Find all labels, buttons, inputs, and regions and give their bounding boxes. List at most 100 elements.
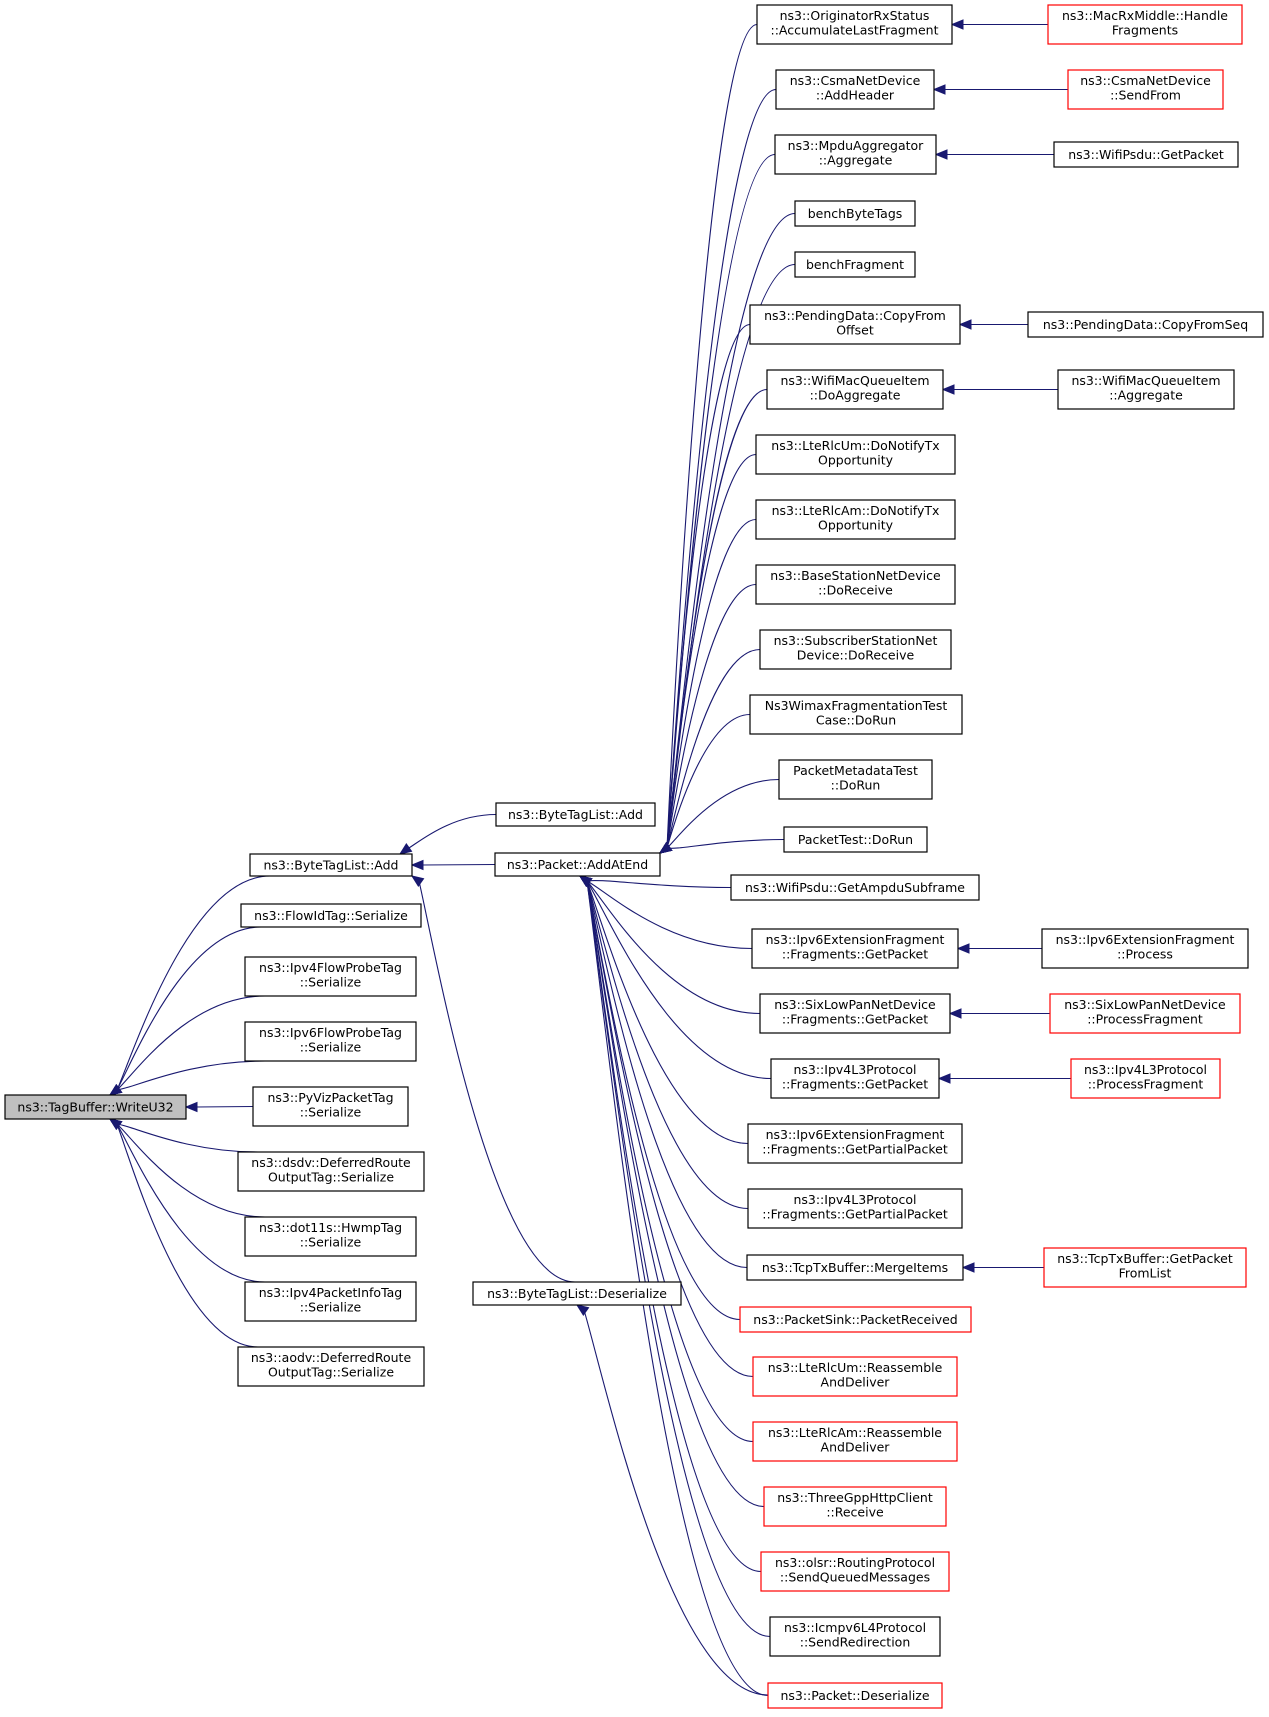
node-label: ns3::Ipv6FlowProbeTag [259, 1025, 402, 1040]
graph-node-n1[interactable]: ns3::ByteTagList::Add [249, 853, 413, 877]
node-box [237, 1151, 425, 1192]
arrowhead-n43-to-n15 [934, 149, 948, 160]
node-label: ns3::ByteTagList::Add [263, 858, 398, 873]
graph-node-n37[interactable]: ns3::ThreeGppHttpClient::Receive [763, 1486, 947, 1527]
node-label: ns3::Ipv6ExtensionFragment [766, 1127, 945, 1142]
node-box [752, 1421, 958, 1462]
node-label: ns3::CsmaNetDevice [790, 73, 921, 88]
edge-n23-to-n11 [666, 648, 761, 849]
node-box [472, 1281, 682, 1306]
graph-node-n28[interactable]: ns3::Ipv6ExtensionFragment::Fragments::G… [751, 928, 959, 969]
graph-node-n29[interactable]: ns3::SixLowPanNetDevice::Fragments::GetP… [759, 993, 951, 1034]
node-box [763, 1486, 947, 1527]
graph-node-n39[interactable]: ns3::Icmpv6L4Protocol::SendRedirection [769, 1616, 941, 1657]
node-box [778, 759, 933, 800]
graph-node-n38[interactable]: ns3::olsr::RoutingProtocol::SendQueuedMe… [760, 1551, 950, 1592]
graph-node-n30[interactable]: ns3::Ipv4L3Protocol::Fragments::GetPacke… [770, 1058, 940, 1099]
edge-n40-to-n12 [583, 1309, 769, 1696]
graph-node-n5[interactable]: ns3::PyVizPacketTag::Serialize [252, 1086, 409, 1127]
graph-node-n44[interactable]: ns3::PendingData::CopyFromSeq [1027, 311, 1264, 338]
node-label: ::DoAggregate [810, 388, 901, 403]
graph-node-n47[interactable]: ns3::SixLowPanNetDevice::ProcessFragment [1049, 993, 1241, 1034]
node-box [751, 928, 959, 969]
node-label: ns3::PendingData::CopyFrom [764, 308, 946, 323]
node-label: ::SendFrom [1110, 88, 1181, 103]
edges-layer [108, 19, 1071, 1697]
graph-node-n7[interactable]: ns3::dot11s::HwmpTag::Serialize [244, 1216, 417, 1257]
node-box [755, 434, 956, 475]
node-box [237, 1346, 425, 1387]
graph-node-n43[interactable]: ns3::WifiPsdu::GetPacket [1053, 141, 1239, 168]
graph-node-n8[interactable]: ns3::Ipv4PacketInfoTag::Serialize [244, 1281, 417, 1322]
edge-n35-to-n11 [586, 880, 754, 1378]
edge-n21-to-n11 [666, 518, 757, 849]
arrowhead-n5-to-n0 [184, 1101, 198, 1113]
node-label: ns3::MacRxMiddle::Handle [1062, 8, 1228, 23]
graph-node-n14[interactable]: ns3::CsmaNetDevice::AddHeader [775, 69, 935, 110]
graph-node-n3[interactable]: ns3::Ipv4FlowProbeTag::Serialize [244, 956, 417, 997]
node-label: AndDeliver [821, 1440, 891, 1455]
graph-node-n9[interactable]: ns3::aodv::DeferredRouteOutputTag::Seria… [237, 1346, 425, 1387]
node-label: ns3::WifiPsdu::GetPacket [1068, 147, 1224, 162]
node-box [770, 1058, 940, 1099]
arrowhead-n46-to-n28 [956, 943, 970, 954]
graph-node-n42[interactable]: ns3::CsmaNetDevice::SendFrom [1067, 69, 1224, 110]
edge-n9-to-n0 [116, 1123, 259, 1348]
graph-node-n15[interactable]: ns3::MpduAggregator::Aggregate [774, 134, 937, 175]
arrowhead-n42-to-n14 [932, 84, 946, 95]
arrowhead-n41-to-n13 [950, 19, 964, 30]
graph-node-n17[interactable]: benchFragment [794, 251, 916, 278]
node-label: ns3::SubscriberStationNet [774, 633, 938, 648]
graph-node-n22[interactable]: ns3::BaseStationNetDevice::DoReceive [755, 564, 956, 605]
node-label: ::Serialize [300, 1300, 362, 1315]
graph-node-n40[interactable]: ns3::Packet::Deserialize [767, 1682, 943, 1709]
graph-node-n0[interactable]: ns3::TagBuffer::WriteU32 [4, 1094, 187, 1120]
graph-node-n10[interactable]: ns3::ByteTagList::Add [495, 802, 656, 827]
graph-node-n31[interactable]: ns3::Ipv6ExtensionFragment::Fragments::G… [747, 1123, 963, 1164]
graph-node-n26[interactable]: PacketTest::DoRun [783, 826, 928, 853]
graph-node-n45[interactable]: ns3::WifiMacQueueItem::Aggregate [1057, 369, 1235, 410]
graph-node-n13[interactable]: ns3::OriginatorRxStatus::AccumulateLastF… [756, 4, 953, 45]
graph-node-n33[interactable]: ns3::TcpTxBuffer::MergeItems [746, 1254, 964, 1281]
graph-node-n46[interactable]: ns3::Ipv6ExtensionFragment::Process [1041, 928, 1249, 969]
graph-node-n23[interactable]: ns3::SubscriberStationNetDevice::DoRecei… [759, 629, 952, 670]
node-box [767, 1682, 943, 1709]
graph-node-n34[interactable]: ns3::PacketSink::PacketReceived [739, 1306, 972, 1333]
graph-node-n27[interactable]: ns3::WifiPsdu::GetAmpduSubframe [730, 874, 980, 901]
edge-n5-to-n0 [195, 1105, 254, 1108]
edge-n2-to-n0 [116, 926, 262, 1091]
node-box [775, 69, 935, 110]
graph-node-n48[interactable]: ns3::Ipv4L3Protocol::ProcessFragment [1070, 1058, 1221, 1099]
graph-node-n4[interactable]: ns3::Ipv6FlowProbeTag::Serialize [244, 1021, 417, 1062]
node-label: Fragments [1112, 23, 1178, 38]
graph-node-n2[interactable]: ns3::FlowIdTag::Serialize [240, 903, 422, 928]
node-label: OutputTag::Serialize [268, 1365, 394, 1380]
node-box [1053, 141, 1239, 168]
graph-node-n25[interactable]: PacketMetadataTest::DoRun [778, 759, 933, 800]
node-label: ns3::PendingData::CopyFromSeq [1043, 317, 1248, 332]
graph-node-n12[interactable]: ns3::ByteTagList::Deserialize [472, 1281, 682, 1306]
graph-node-n11[interactable]: ns3::Packet::AddAtEnd [494, 852, 661, 877]
node-label: Case::DoRun [816, 713, 896, 728]
graph-node-n32[interactable]: ns3::Ipv4L3Protocol::Fragments::GetParti… [747, 1188, 963, 1229]
edge-n8-to-n0 [116, 1123, 266, 1283]
arrowhead-n47-to-n29 [948, 1008, 962, 1019]
graph-node-n16[interactable]: benchByteTags [794, 200, 916, 227]
node-box [749, 304, 961, 345]
edge-n7-to-n0 [116, 1123, 266, 1218]
graph-node-n19[interactable]: ns3::WifiMacQueueItem::DoAggregate [766, 369, 944, 410]
node-label: ns3::dot11s::HwmpTag [259, 1220, 402, 1235]
node-label: ::ProcessFragment [1087, 1012, 1203, 1027]
node-label: ::Serialize [300, 975, 362, 990]
graph-node-n6[interactable]: ns3::dsdv::DeferredRouteOutputTag::Seria… [237, 1151, 425, 1192]
node-label: ns3::SixLowPanNetDevice [774, 997, 936, 1012]
